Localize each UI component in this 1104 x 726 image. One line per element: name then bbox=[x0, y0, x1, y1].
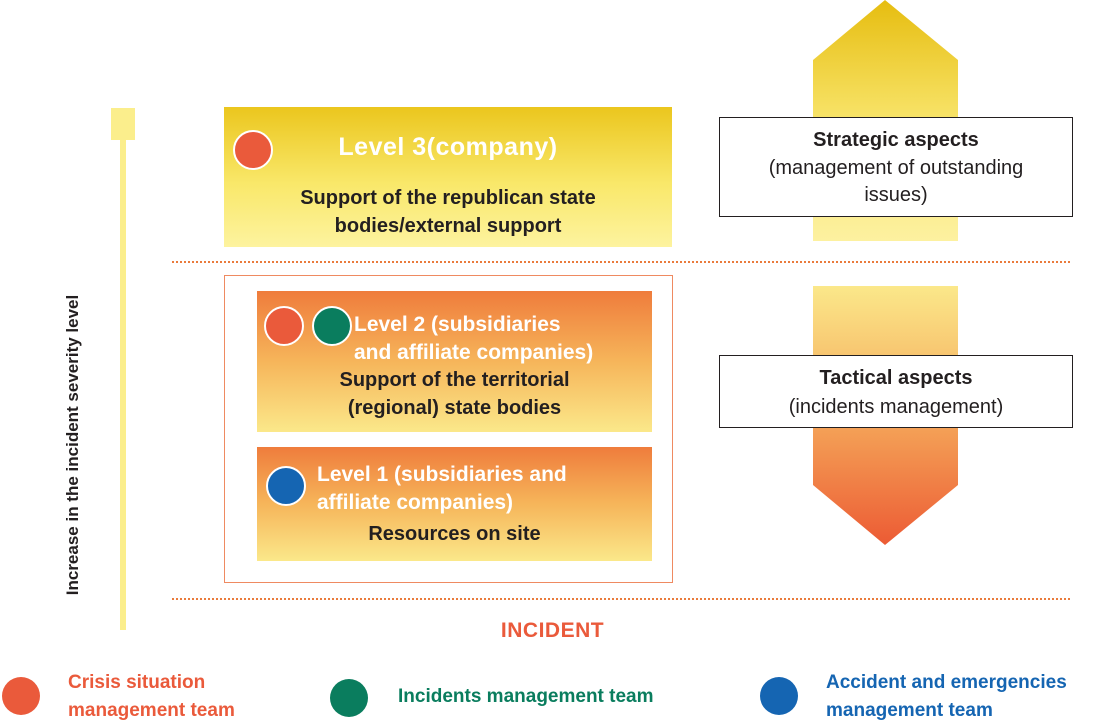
level1-box: Level 1 (subsidiaries and affiliate comp… bbox=[257, 447, 652, 561]
crisis-team-marker-level2 bbox=[264, 306, 304, 346]
strategic-desc-line2: issues) bbox=[864, 184, 928, 206]
level2-title-line2: and affiliate companies) bbox=[354, 341, 594, 364]
incident-label: INCIDENT bbox=[500, 619, 605, 642]
tactical-aspects-title: Tactical aspects bbox=[819, 367, 973, 389]
level3-box: Level 3(company) Support of the republic… bbox=[224, 107, 672, 247]
strategic-aspects-title: Strategic aspects bbox=[813, 129, 979, 151]
severity-axis-label-text: Increase in the incident severity level bbox=[63, 294, 82, 596]
accident-team-marker-level1 bbox=[266, 466, 306, 506]
level2-title-line1: Level 2 (subsidiaries bbox=[354, 313, 561, 336]
level3-desc-line2: bodies/external support bbox=[334, 215, 562, 237]
level2-desc-line2: (regional) state bodies bbox=[347, 397, 562, 419]
level2-box: Level 2 (subsidiaries and affiliate comp… bbox=[257, 291, 652, 432]
top-dotted-divider bbox=[172, 261, 1070, 263]
strategic-aspects-description: (management of outstanding issues) bbox=[720, 155, 1072, 209]
crisis-team-marker-level3 bbox=[233, 130, 273, 170]
tactical-aspects-description: (incidents management) bbox=[788, 396, 1004, 418]
level1-title-line1: Level 1 (subsidiaries and bbox=[317, 463, 567, 486]
legend-accident-label: Accident and emergencies management team bbox=[826, 669, 1104, 725]
legend-crisis-line2: management team bbox=[68, 700, 235, 721]
level2-desc-line1: Support of the territorial bbox=[339, 369, 570, 391]
level1-description: Resources on site bbox=[368, 523, 541, 545]
legend-crisis-dot bbox=[2, 677, 40, 715]
strategic-desc-line1: (management of outstanding bbox=[768, 157, 1024, 179]
strategic-aspects-box: Strategic aspects (management of outstan… bbox=[719, 117, 1073, 217]
legend-accident-dot bbox=[760, 677, 798, 715]
tactical-aspects-box: Tactical aspects (incidents management) bbox=[719, 355, 1073, 428]
legend-crisis-label: Crisis situation management team bbox=[68, 669, 298, 725]
legend-crisis-line1: Crisis situation bbox=[68, 672, 206, 693]
level3-desc-line1: Support of the republican state bbox=[300, 187, 596, 209]
severity-axis-line bbox=[120, 120, 126, 630]
legend-incidents-dot bbox=[330, 679, 368, 717]
legend-incidents-label: Incidents management team bbox=[398, 686, 654, 707]
level1-title-line2: affiliate companies) bbox=[317, 491, 514, 514]
level3-title: Level 3(company) bbox=[338, 133, 558, 161]
aspects-arrows bbox=[813, 0, 958, 545]
lower-levels-frame bbox=[224, 275, 673, 583]
legend-accident-line1: Accident and emergencies bbox=[826, 672, 1067, 693]
bottom-dotted-divider bbox=[172, 598, 1070, 600]
level1-title: Level 1 (subsidiaries and affiliate comp… bbox=[317, 461, 567, 517]
level2-title: Level 2 (subsidiaries and affiliate comp… bbox=[354, 311, 593, 367]
incidents-team-marker-level2 bbox=[312, 306, 352, 346]
level3-description: Support of the republican state bodies/e… bbox=[224, 184, 672, 240]
severity-axis-cap bbox=[111, 108, 135, 140]
legend-accident-line2: management team bbox=[826, 700, 993, 721]
level2-description: Support of the territorial (regional) st… bbox=[257, 366, 652, 422]
